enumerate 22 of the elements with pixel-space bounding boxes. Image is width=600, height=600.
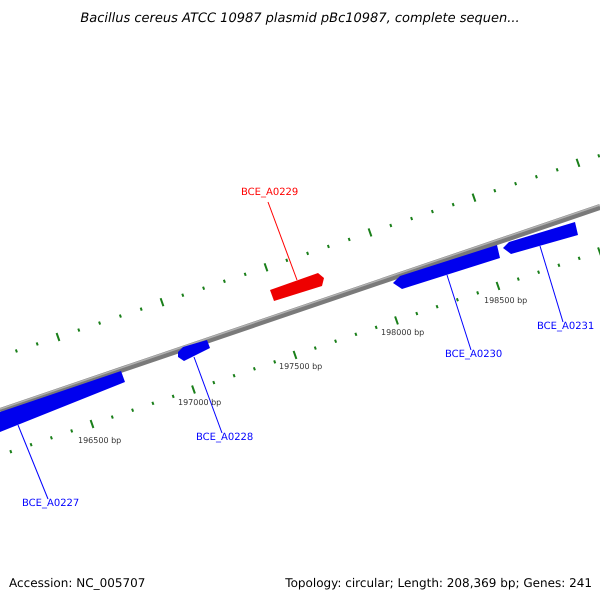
position-label: 197500 bp (279, 362, 322, 372)
leader-line (18, 424, 48, 500)
leader-line (268, 202, 298, 280)
title: Bacillus cereus ATCC 10987 plasmid pBc10987, complete sequen... (79, 10, 521, 28)
sequence-info-text: Topology: circular; Length: 208,369 bp; Genes: 241 (285, 575, 592, 592)
leader-line (446, 274, 472, 350)
gene-arrow (270, 273, 324, 301)
position-label: 198000 bp (381, 328, 424, 338)
gene-arrow (393, 245, 500, 289)
position-label: 197000 bp (178, 398, 222, 408)
gene-arrow (0, 371, 125, 432)
gene-label: BCE_A0227 (22, 498, 80, 510)
gene-arrow (503, 222, 578, 254)
accession-text: Accession: NC_005707 (9, 575, 146, 592)
leader-line (540, 246, 564, 322)
gene-arrow (178, 340, 210, 361)
leader-line (194, 356, 222, 434)
gene-label: BCE_A0231 (537, 321, 594, 333)
gene-label: BCE_A0229 (241, 187, 298, 199)
gene-label: BCE_A0228 (196, 432, 254, 444)
gene-label: BCE_A0230 (445, 349, 502, 361)
position-label: 198500 bp (484, 296, 528, 306)
